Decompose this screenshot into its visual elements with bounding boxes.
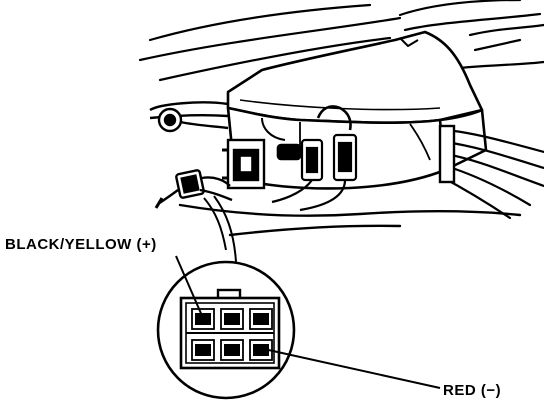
label-black-yellow: BLACK/YELLOW (+) bbox=[5, 236, 157, 253]
terminal-pin bbox=[253, 313, 269, 325]
lead-wires bbox=[203, 195, 237, 263]
connector-terminals bbox=[191, 308, 273, 361]
terminal-pin bbox=[224, 344, 240, 356]
mounting-bracket bbox=[149, 101, 229, 133]
wiring-harness bbox=[438, 124, 544, 220]
leader-lines bbox=[175, 255, 441, 389]
lower-body-contour bbox=[178, 203, 522, 237]
engine-bay-contours bbox=[138, 0, 544, 82]
label-red: RED (−) bbox=[443, 382, 502, 399]
small-connectors bbox=[271, 105, 358, 212]
box-connector bbox=[222, 138, 266, 190]
leader-black-yellow bbox=[175, 255, 204, 319]
terminal-pin bbox=[195, 313, 211, 325]
terminal-pin bbox=[224, 313, 240, 325]
leader-red bbox=[263, 348, 441, 389]
terminal-pin bbox=[195, 344, 211, 356]
terminal-pin bbox=[253, 344, 269, 356]
test-connector bbox=[154, 169, 233, 209]
